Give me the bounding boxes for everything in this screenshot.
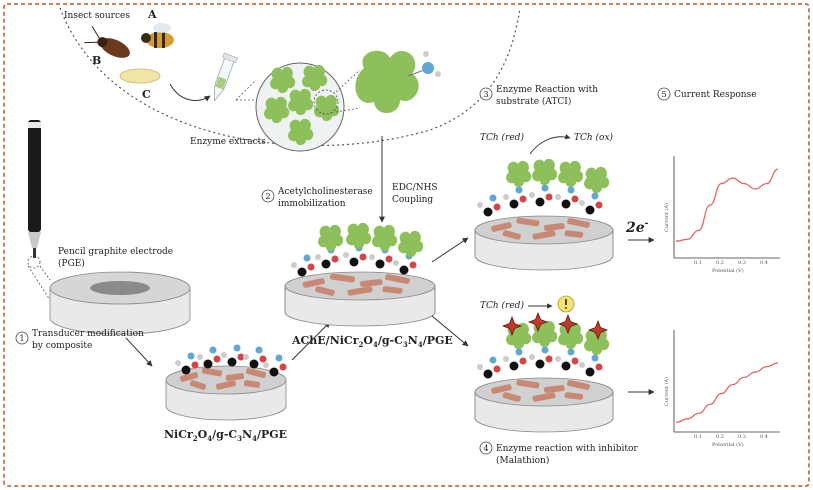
step-4-number: 4	[484, 444, 489, 453]
step-5-number: 5	[662, 90, 667, 99]
current-response-graph-1: Current (A) Potential (V) 0.1 0.2 0.3 0.…	[660, 150, 786, 274]
composite-electrode	[165, 344, 287, 421]
insect-sources-label: Insect sources	[64, 11, 130, 21]
tch-ox-label: TCh (ox)	[574, 132, 614, 143]
substrate-electrode	[474, 158, 614, 271]
svg-text:0.2: 0.2	[716, 434, 724, 440]
step-5-badge	[657, 87, 671, 101]
cockroach-icon	[84, 25, 130, 58]
insect-source-circle	[59, 7, 521, 147]
step-1-number: 1	[20, 334, 25, 343]
current-curve-2	[675, 362, 779, 424]
ache-enzyme	[355, 50, 441, 114]
step-1-badge	[15, 331, 29, 345]
larva-icon	[119, 68, 161, 84]
label-b: B	[92, 54, 101, 67]
step-3-badge	[479, 87, 493, 101]
label-c: C	[142, 88, 151, 101]
enzyme-extract-magnified	[255, 62, 345, 152]
svg-text:Potential (V): Potential (V)	[712, 441, 744, 448]
svg-text:0.4: 0.4	[760, 434, 768, 440]
step-4-badge	[479, 441, 493, 455]
svg-text:0.2: 0.2	[716, 260, 724, 266]
pge-label-1: Pencil graphite electrode	[58, 247, 173, 257]
blocked-warning-icon	[557, 295, 575, 313]
current-curve-1	[675, 168, 779, 242]
svg-text:0.4: 0.4	[760, 260, 768, 266]
svg-text:0.1: 0.1	[694, 260, 702, 266]
electrons-label: 2e-	[625, 219, 649, 236]
tch-red-label-2: TCh (red)	[480, 300, 524, 311]
coupling-label-2: Coupling	[392, 195, 433, 205]
svg-text:Current (A): Current (A)	[663, 203, 670, 232]
outer-frame	[3, 3, 810, 487]
label-a: A	[147, 8, 157, 21]
tch-red-label: TCh (red)	[480, 132, 524, 143]
ache-electrode-label: AChE/NiCr2O4/g-C3N4/PGE	[291, 334, 453, 349]
svg-text:0.3: 0.3	[738, 260, 746, 266]
svg-text:0.1: 0.1	[694, 434, 702, 440]
step-5-text: Current Response	[674, 90, 757, 100]
step-3-text-2: substrate (ATCI)	[496, 96, 571, 107]
arrow-larva-to-tube	[169, 83, 211, 102]
step-1-text-1: Transducer modification	[32, 329, 144, 339]
step-4-text-1: Enzyme reaction with inhibitor	[496, 444, 638, 454]
step-3-text-1: Enzyme Reaction with	[496, 85, 598, 95]
step-4-text-2: (Malathion)	[496, 455, 549, 466]
arrow-to-substrate	[431, 237, 469, 263]
bee-icon	[141, 23, 174, 48]
step-2-badge	[261, 189, 275, 203]
pencil-tip-circle	[27, 255, 41, 269]
pencil-icon	[28, 120, 41, 258]
arrow-step-1	[125, 337, 153, 367]
arrow-tch-oxidation	[529, 134, 571, 155]
inhibited-electrode	[474, 312, 614, 433]
pge-label-2: (PGE)	[58, 258, 85, 269]
svg-text:Potential (V): Potential (V)	[712, 267, 744, 274]
svg-text:Current (A): Current (A)	[663, 377, 670, 406]
svg-text:0.3: 0.3	[738, 434, 746, 440]
coupling-label-1: EDC/NHS	[392, 183, 438, 193]
test-tube-icon	[214, 52, 238, 102]
ache-electrode	[284, 222, 436, 327]
pge-disk	[49, 271, 191, 335]
step-2-number: 2	[266, 192, 271, 201]
step-2-text-1: Acetylcholinesterase	[277, 187, 373, 197]
step-3-number: 3	[484, 90, 489, 99]
step-1-text-2: by composite	[32, 341, 92, 351]
current-response-graph-2: Current (A) Potential (V) 0.1 0.2 0.3 0.…	[660, 324, 786, 448]
step-2-text-2: immobilization	[278, 199, 346, 209]
arrow-to-ache	[291, 321, 331, 361]
composite-electrode-label: NiCr2O4/g-C3N4/PGE	[164, 428, 287, 443]
arrow-to-inhibitor	[431, 315, 469, 347]
enzyme-extracts-label: Enzyme extracts	[190, 137, 266, 147]
